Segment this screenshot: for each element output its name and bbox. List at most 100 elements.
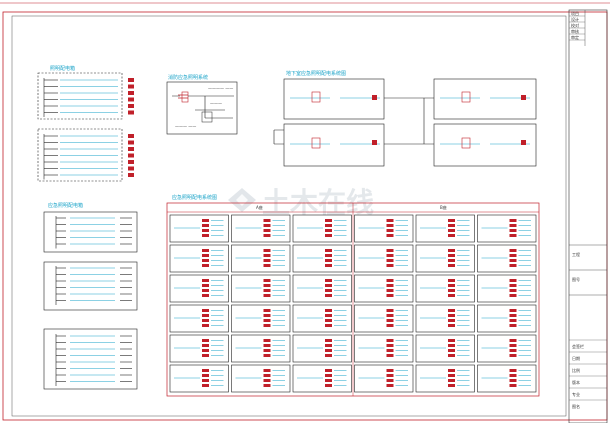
breaker-mark: [263, 259, 271, 262]
breaker-mark: [325, 339, 332, 342]
grid-cell: [169, 334, 229, 363]
breaker-mark: [325, 219, 332, 222]
breaker-mark: [263, 234, 271, 237]
panel-mid-left: 应急照明配电箱: [43, 202, 138, 390]
breaker-mark: [202, 384, 209, 387]
breaker-mark: [386, 284, 394, 287]
breaker-mark: [202, 289, 209, 292]
grid-cell: [292, 274, 352, 303]
panel-top-right-title: 地下室应急照明配电系统图: [286, 70, 346, 77]
breaker-mark: [509, 224, 517, 227]
breaker-mark: [128, 84, 134, 89]
breaker-mark: [386, 349, 394, 352]
breaker-mark: [386, 234, 394, 237]
grid-cell: [231, 274, 291, 303]
breaker-mark: [325, 234, 332, 237]
breaker-mark: [325, 319, 332, 322]
breaker-mark: [128, 97, 134, 102]
breaker-mark: [509, 309, 517, 312]
breaker-mark: [509, 259, 517, 262]
title-block-label: 日期: [572, 355, 580, 361]
svg-text:——— ——: ——— ——: [175, 124, 196, 129]
breaker-mark: [263, 324, 271, 327]
breaker-mark: [448, 254, 455, 257]
grid-header-left: A座: [256, 204, 263, 210]
title-block-label: 比例: [572, 367, 580, 373]
breaker-mark: [386, 259, 394, 262]
breaker-mark: [509, 229, 517, 232]
breaker-mark: [128, 147, 134, 151]
breaker-mark: [448, 374, 455, 377]
breaker-mark: [202, 229, 209, 232]
breaker-mark: [325, 249, 332, 252]
breaker-mark: [263, 309, 271, 312]
breaker-mark: [325, 254, 332, 257]
breaker-mark: [325, 264, 332, 267]
breaker-mark: [325, 259, 332, 262]
breaker-mark: [263, 384, 271, 387]
svg-text:———: ———: [210, 101, 222, 106]
breaker-mark: [202, 354, 209, 357]
panel-top-mid: 消防应急照明系统 ———— —— ——— ——— ——: [166, 74, 238, 135]
breaker-mark: [263, 249, 271, 252]
breaker-mark: [509, 284, 517, 287]
breaker-mark: [325, 384, 332, 387]
breaker-mark: [386, 309, 394, 312]
grid-cell: [231, 304, 291, 333]
breaker-mark: [448, 339, 455, 342]
breaker-mark: [509, 219, 517, 222]
breaker-mark: [386, 254, 394, 257]
svg-text:———— ——: ———— ——: [208, 86, 233, 91]
grid-cell: [354, 244, 414, 273]
breaker-mark: [509, 234, 517, 237]
breaker-mark: [448, 314, 455, 317]
grid-cell: [477, 244, 537, 273]
panel-grid-title: 应急照明配电系统图: [172, 194, 217, 201]
breaker-mark: [325, 279, 332, 282]
grid-cell: [354, 214, 414, 243]
breaker-mark: [509, 279, 517, 282]
panel-top-right: 地下室应急照明配电系统图: [273, 70, 537, 167]
breaker-mark: [202, 219, 209, 222]
breaker-mark: [448, 324, 455, 327]
title-block-label: 专业: [572, 391, 580, 397]
grid-cell: [292, 214, 352, 243]
breaker-mark: [202, 369, 209, 372]
grid-cell: [477, 214, 537, 243]
breaker-mark: [325, 289, 332, 292]
title-block-label: 图号: [572, 276, 580, 282]
breaker-mark: [263, 319, 271, 322]
breaker-mark: [448, 294, 455, 297]
breaker-mark: [263, 339, 271, 342]
breaker-mark: [325, 309, 332, 312]
breaker-mark: [202, 324, 209, 327]
panel-grid: 应急照明配电系统图 A座 B座: [166, 194, 540, 397]
breaker-mark: [386, 324, 394, 327]
breaker-mark: [448, 309, 455, 312]
breaker-mark: [202, 374, 209, 377]
grid-cell: [292, 334, 352, 363]
breaker-mark: [263, 229, 271, 232]
title-block-label: 版本: [572, 379, 580, 385]
breaker-mark: [202, 259, 209, 262]
breaker-mark: [263, 219, 271, 222]
panel-top-left-title: 照明配电箱: [50, 65, 75, 72]
breaker-mark: [509, 369, 517, 372]
breaker-mark: [448, 319, 455, 322]
grid-cell: [415, 364, 475, 393]
breaker-mark: [202, 339, 209, 342]
breaker-mark: [202, 294, 209, 297]
inner-frame: [11, 15, 567, 417]
breaker-mark: [325, 354, 332, 357]
breaker-mark: [386, 279, 394, 282]
breaker-mark: [448, 224, 455, 227]
breaker-mark: [509, 289, 517, 292]
breaker-mark: [509, 344, 517, 347]
breaker-mark: [386, 369, 394, 372]
breaker-mark: [263, 294, 271, 297]
grid-cell: [169, 214, 229, 243]
breaker-mark: [128, 91, 134, 95]
breaker-mark: [325, 314, 332, 317]
